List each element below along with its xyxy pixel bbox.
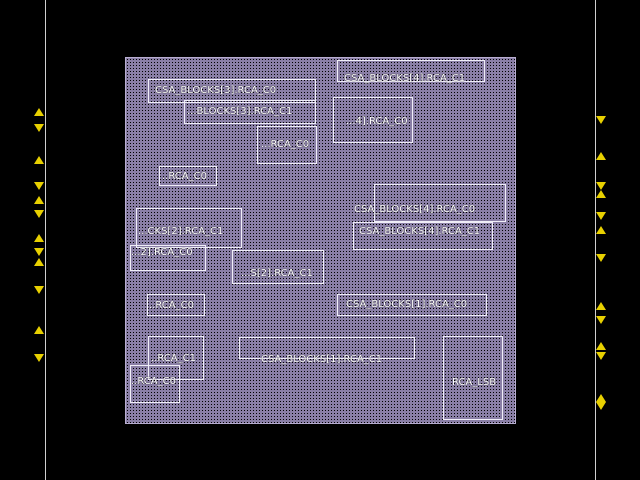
core-area[interactable]	[125, 57, 516, 424]
block-label: ..RCA_C0	[131, 376, 176, 387]
block-label: ..RCA_C0	[149, 300, 194, 311]
io-pin[interactable]	[596, 402, 606, 410]
block-label: CSA_BLOCKS[4].RCA_C1	[359, 226, 481, 237]
io-pin[interactable]	[596, 182, 606, 190]
block-label: CSA_BLOCKS[1].RCA_C1	[261, 354, 383, 365]
block-label: CSA_BLOCKS[4].RCA_C0	[354, 204, 476, 215]
block-label: ..RCA_C1	[151, 353, 196, 364]
io-pin[interactable]	[34, 210, 44, 218]
io-pin[interactable]	[596, 254, 606, 262]
block-label: ...CKS[2].RCA_C1	[138, 226, 224, 237]
block-outline[interactable]	[232, 250, 324, 284]
block-label: CSA_BLOCKS[1].RCA_C0	[346, 299, 468, 310]
block-label: CSA_BLOCKS[4].RCA_C1	[344, 73, 466, 84]
block-outline[interactable]	[257, 126, 317, 164]
block-outline[interactable]	[148, 336, 204, 380]
block-outline[interactable]	[337, 294, 487, 316]
block-outline[interactable]	[239, 337, 415, 359]
io-pin[interactable]	[34, 124, 44, 132]
block-outline[interactable]	[333, 97, 413, 143]
block-outline[interactable]	[443, 336, 503, 420]
io-pin[interactable]	[596, 116, 606, 124]
block-outline[interactable]	[353, 222, 493, 250]
block-label: ...RCA_C0	[261, 139, 310, 150]
io-pin[interactable]	[34, 354, 44, 362]
block-outline[interactable]	[184, 100, 316, 124]
io-pin[interactable]	[596, 152, 606, 160]
io-pin[interactable]	[596, 394, 606, 402]
io-pin[interactable]	[596, 316, 606, 324]
io-pin[interactable]	[34, 286, 44, 294]
block-outline[interactable]	[136, 208, 242, 248]
io-pin[interactable]	[596, 226, 606, 234]
io-pin[interactable]	[34, 234, 44, 242]
right-boundary-line	[595, 0, 596, 480]
block-label: ...2].RCA_C0	[131, 247, 193, 258]
io-pin[interactable]	[34, 108, 44, 116]
block-outline[interactable]	[130, 245, 206, 271]
block-outline[interactable]	[130, 365, 180, 403]
block-outline[interactable]	[159, 166, 217, 186]
block-outline[interactable]	[147, 294, 205, 316]
block-label: ..RCA_C0	[162, 171, 207, 182]
io-pin[interactable]	[34, 156, 44, 164]
block-label: ...BLOCKS[3].RCA_C1	[187, 106, 293, 117]
io-pin[interactable]	[34, 326, 44, 334]
block-outline[interactable]	[374, 184, 506, 222]
io-pin[interactable]	[596, 302, 606, 310]
io-pin[interactable]	[596, 342, 606, 350]
io-pin[interactable]	[34, 196, 44, 204]
io-pin[interactable]	[596, 352, 606, 360]
block-label: CSA_BLOCKS[3].RCA_C0	[155, 85, 277, 96]
io-pin[interactable]	[596, 190, 606, 198]
io-pin[interactable]	[596, 212, 606, 220]
block-label: ...S[2].RCA_C1	[241, 268, 313, 279]
block-outline[interactable]	[337, 60, 485, 82]
block-label: ...4].RCA_C0	[346, 116, 408, 127]
block-label: RCA_LSB	[452, 377, 497, 388]
io-pin[interactable]	[34, 182, 44, 190]
left-boundary-line	[45, 0, 46, 480]
io-pin[interactable]	[34, 248, 44, 256]
io-pin[interactable]	[34, 258, 44, 266]
block-outline[interactable]	[148, 79, 316, 103]
